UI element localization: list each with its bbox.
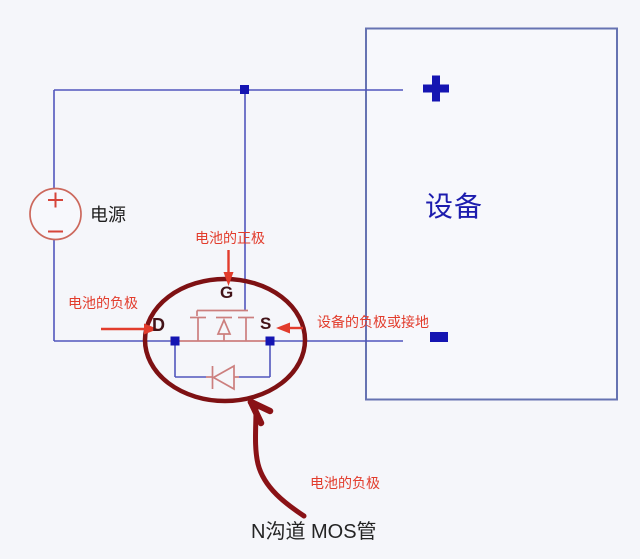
device-negative-annotation: 设备的负极或接地	[317, 314, 429, 330]
arrow-to-gate-icon	[223, 250, 234, 286]
battery-negative-source-annotation: 电池的负极	[310, 475, 380, 491]
arrow-to-drain-icon	[101, 323, 158, 335]
junction-nodes	[170, 85, 275, 346]
ellipse-highlight-icon	[142, 276, 308, 404]
device-label: 设备	[425, 191, 484, 222]
top-junction-node	[240, 85, 249, 94]
diode-icon	[174, 341, 271, 391]
annotation-arrows	[101, 250, 303, 335]
source-label: S	[260, 314, 272, 333]
drain-node	[170, 336, 180, 346]
battery-negative-drain-annotation: 电池的负极	[68, 295, 138, 311]
hand-drawn-arrow-icon	[247, 398, 307, 519]
substrate-arrow-icon	[216, 317, 232, 335]
source-node	[265, 336, 275, 346]
minus-terminal-icon	[430, 332, 448, 342]
mosfet-caption: N沟道 MOS管	[251, 521, 377, 543]
arrow-to-source-icon	[276, 322, 303, 334]
dc-source-icon	[29, 187, 82, 241]
gate-label: G	[220, 283, 234, 302]
mosfet-symbol	[170, 309, 274, 342]
drain-label: D	[152, 315, 165, 335]
battery-positive-annotation: 电池的正极	[195, 230, 265, 246]
plus-terminal-icon	[423, 75, 449, 102]
device-box	[365, 27, 618, 401]
power-source-label: 电源	[90, 205, 126, 225]
